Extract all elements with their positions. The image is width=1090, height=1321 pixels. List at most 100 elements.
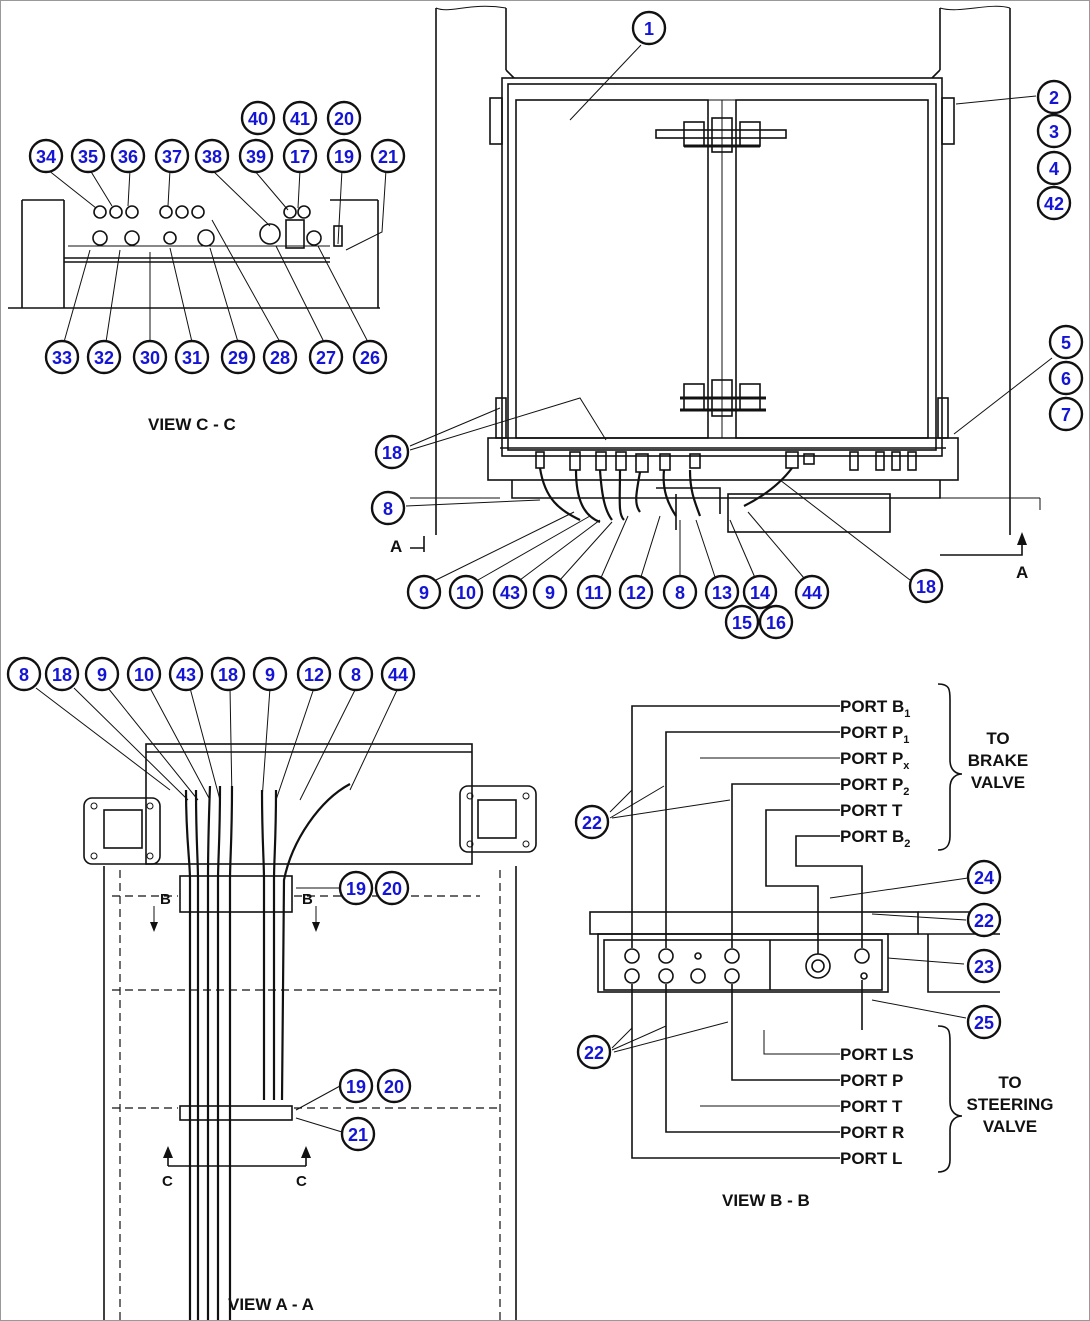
callout-view-a-10: 10 (126, 656, 162, 692)
callout-view-a-20: 20 (374, 870, 410, 906)
svg-text:25: 25 (974, 1013, 994, 1033)
callout-view-c-top-34: 34 (28, 138, 64, 174)
callout-view-b-23: 23 (966, 948, 1002, 984)
callout-view-c-top-17: 17 (282, 138, 318, 174)
svg-text:30: 30 (140, 348, 160, 368)
callout-view-a-8: 8 (6, 656, 42, 692)
svg-text:20: 20 (384, 1077, 404, 1097)
svg-text:16: 16 (766, 613, 786, 633)
callout-view-a-43: 43 (168, 656, 204, 692)
svg-text:18: 18 (52, 665, 72, 685)
steering-group-line1: TO (998, 1073, 1021, 1092)
port-p-steer-label: PORT P (840, 1071, 903, 1090)
callout-view-a-9: 9 (84, 656, 120, 692)
callout-view-c-top-41: 41 (282, 100, 318, 136)
callout-view-c-top-37: 37 (154, 138, 190, 174)
callout-view-b-22: 22 (576, 1034, 612, 1070)
svg-text:22: 22 (582, 813, 602, 833)
callout-main-4: 4 (1036, 150, 1072, 186)
svg-text:2: 2 (1049, 88, 1059, 108)
svg-text:21: 21 (378, 147, 398, 167)
svg-text:43: 43 (500, 583, 520, 603)
port-b2-label: PORT B2 (840, 827, 910, 850)
port-px-label: PORT Px (840, 749, 910, 772)
view-c-drawing: VIEW C - C (8, 199, 380, 434)
callout-view-c-top-40: 40 (240, 100, 276, 136)
svg-text:41: 41 (290, 109, 310, 129)
view-a-leaders (35, 687, 399, 1133)
svg-text:1: 1 (644, 19, 654, 39)
callout-main-14: 14 (742, 574, 778, 610)
svg-text:33: 33 (52, 348, 72, 368)
callout-main-18: 18 (908, 568, 944, 604)
port-t-brake-label: PORT T (840, 801, 903, 820)
svg-text:8: 8 (19, 665, 29, 685)
port-l-label: PORT L (840, 1149, 902, 1168)
svg-text:10: 10 (134, 665, 154, 685)
main-view-leaders (405, 44, 1053, 581)
section-mark-b-left: B (160, 891, 171, 908)
svg-text:4: 4 (1049, 159, 1059, 179)
callout-main-5: 5 (1048, 324, 1084, 360)
svg-text:17: 17 (290, 147, 310, 167)
svg-text:7: 7 (1061, 405, 1071, 425)
callout-main-11: 11 (576, 574, 612, 610)
svg-text:19: 19 (334, 147, 354, 167)
svg-text:15: 15 (732, 613, 752, 633)
view-a-title: VIEW A - A (228, 1295, 314, 1314)
view-c-leaders (47, 169, 387, 343)
svg-text:5: 5 (1061, 333, 1071, 353)
svg-text:34: 34 (36, 147, 56, 167)
callout-main-3: 3 (1036, 113, 1072, 149)
svg-text:9: 9 (545, 583, 555, 603)
svg-text:3: 3 (1049, 122, 1059, 142)
svg-text:8: 8 (351, 665, 361, 685)
brake-group-line1: TO (986, 729, 1009, 748)
view-b-drawing: PORT B1 PORT P1 PORT Px PORT P2 PORT T P… (589, 683, 1053, 1210)
svg-text:23: 23 (974, 957, 994, 977)
port-p1-label: PORT P1 (840, 723, 909, 746)
port-r-label: PORT R (840, 1123, 904, 1142)
callout-view-a-20: 20 (376, 1068, 412, 1104)
callout-main-10: 10 (448, 574, 484, 610)
callout-view-a-18: 18 (44, 656, 80, 692)
view-a-flange-right (459, 785, 537, 853)
view-c-title: VIEW C - C (148, 415, 236, 434)
section-mark-c-left: C (162, 1173, 173, 1190)
callout-view-a-19: 19 (338, 1068, 374, 1104)
view-b-title: VIEW B - B (722, 1191, 810, 1210)
callout-view-c-bottom-28: 28 (262, 339, 298, 375)
main-view-drawing: A A (390, 5, 1041, 582)
callout-view-a-18: 18 (210, 656, 246, 692)
callout-view-c-bottom-31: 31 (174, 339, 210, 375)
svg-text:18: 18 (382, 443, 402, 463)
svg-text:22: 22 (584, 1043, 604, 1063)
svg-text:18: 18 (218, 665, 238, 685)
svg-text:20: 20 (382, 879, 402, 899)
callout-view-c-bottom-33: 33 (44, 339, 80, 375)
svg-text:37: 37 (162, 147, 182, 167)
callout-view-a-12: 12 (296, 656, 332, 692)
view-a-flange-left (83, 797, 161, 865)
svg-text:19: 19 (346, 879, 366, 899)
svg-text:44: 44 (388, 665, 408, 685)
svg-text:9: 9 (97, 665, 107, 685)
svg-text:42: 42 (1044, 194, 1064, 214)
callout-view-c-bottom-32: 32 (86, 339, 122, 375)
callout-view-a-44: 44 (380, 656, 416, 692)
callout-view-a-19: 19 (338, 870, 374, 906)
callout-view-a-21: 21 (340, 1116, 376, 1152)
section-mark-a-right: A (1016, 563, 1028, 582)
callout-view-c-top-36: 36 (110, 138, 146, 174)
callout-view-b-24: 24 (966, 859, 1002, 895)
section-mark-c-right: C (296, 1173, 307, 1190)
callout-main-15: 15 (724, 604, 760, 640)
svg-text:21: 21 (348, 1125, 368, 1145)
svg-text:9: 9 (265, 665, 275, 685)
callout-view-b-22: 22 (966, 902, 1002, 938)
view-a-drawing: B B C C VIEW A - A (83, 743, 537, 1320)
callout-view-c-top-35: 35 (70, 138, 106, 174)
callout-main-44: 44 (794, 574, 830, 610)
